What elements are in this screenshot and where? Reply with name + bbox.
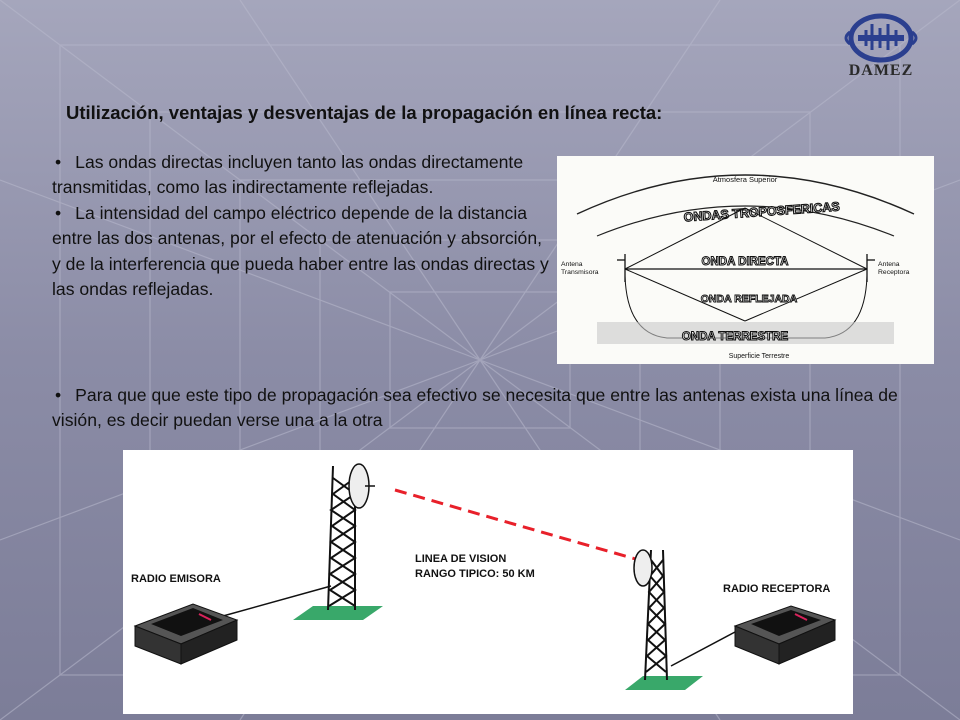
rx-antenna-label: Antena [878, 261, 900, 268]
los-label: LINEA DE VISION [415, 553, 506, 565]
reflected-ray-up [744, 268, 868, 322]
line-of-sight-diagram: LINEA DE VISION RANGO TIPICO: 50 KM RADI… [123, 450, 853, 714]
bullet-text: Para que que este tipo de propagación se… [52, 385, 898, 431]
tx-antenna-label-2: Transmisora [561, 269, 599, 276]
emitter-label: RADIO EMISORA [131, 573, 221, 585]
reflected-ray-down [624, 268, 746, 322]
tower-base-right [625, 676, 703, 690]
ground-wave-label: ONDA TERRESTRE [682, 331, 789, 343]
propagation-diagram: Atmosfera Superior ONDAS TROPOSFERICAS A… [557, 156, 934, 364]
direct-wave-label: ONDA DIRECTA [702, 256, 789, 268]
los-range-label: RANGO TIPICO: 50 KM [415, 568, 535, 580]
surface-label: Superficie Terrestre [729, 353, 790, 360]
tx-antenna-label: Antena [561, 261, 583, 268]
tower-base-left [293, 606, 383, 620]
bullet-dot-icon: • [55, 385, 62, 405]
reflected-wave-label: ONDA REFLEJADA [701, 293, 798, 305]
atmosphere-arc [576, 174, 915, 215]
bullet-dot-icon: • [55, 202, 62, 223]
atmosphere-label: Atmosfera Superior [713, 175, 778, 184]
receiver-label: RADIO RECEPTORA [723, 583, 830, 595]
logo-emblem-icon [844, 13, 918, 63]
line-of-sight-beam [394, 488, 640, 562]
tropo-ray-down [744, 207, 868, 270]
bullet-item: •La intensidad del campo eléctrico depen… [52, 201, 550, 303]
troposphere-arc [596, 205, 895, 237]
emitter-cable [222, 585, 332, 617]
damez-logo: DAMEZ [836, 10, 926, 90]
radio-receiver-icon [733, 605, 837, 665]
bullet-item: •Para que que este tipo de propagación s… [52, 383, 942, 434]
radio-emitter-icon [133, 603, 239, 665]
slide-title: Utilización, ventajas y desventajas de l… [66, 102, 663, 123]
rx-antenna-label-2: Receptora [878, 269, 910, 276]
bullet-dot-icon: • [55, 152, 62, 172]
receiver-cable [670, 631, 736, 667]
bullet-item: •Las ondas directas incluyen tanto las o… [52, 150, 550, 201]
bullet-text: La intensidad del campo eléctrico depend… [52, 202, 549, 300]
logo-text: DAMEZ [848, 62, 914, 79]
dish-right-icon [633, 549, 653, 587]
bullet-list: •Las ondas directas incluyen tanto las o… [52, 150, 550, 302]
bullet-text: Las ondas directas incluyen tanto las on… [52, 152, 524, 198]
tropo-ray-up [624, 207, 746, 270]
